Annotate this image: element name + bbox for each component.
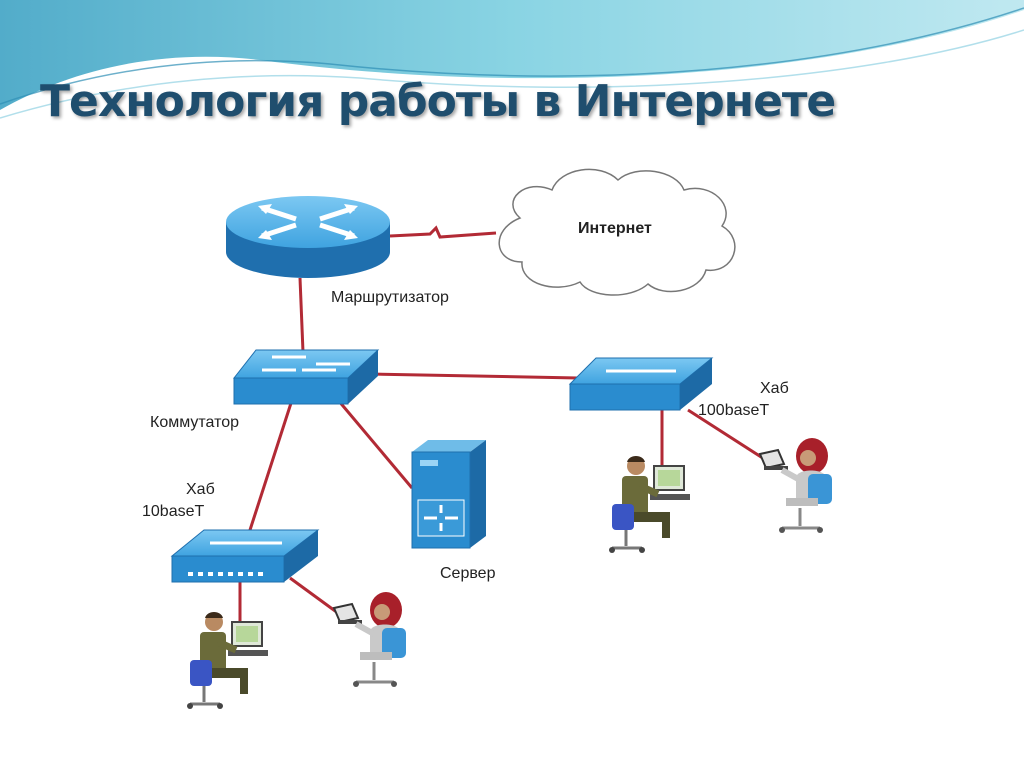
- switch-icon: [232, 349, 380, 405]
- router-icon: [226, 196, 390, 278]
- user-laptop-right: [758, 438, 832, 533]
- user-desktop-icon: [187, 612, 268, 709]
- user-desktop-right: [609, 456, 690, 553]
- user-laptop-left: [332, 592, 406, 687]
- hub-left-label-line1: Хаб: [186, 481, 215, 498]
- server-icon: [411, 440, 486, 549]
- cloud-icon: [498, 168, 736, 296]
- user-laptop-icon: [332, 592, 406, 687]
- link-switch-server: [336, 399, 414, 489]
- router: Маршрутизатор: [226, 196, 449, 306]
- user-desktop-left: [187, 612, 268, 709]
- hub-icon: [568, 357, 714, 411]
- router-label: Маршрутизатор: [331, 289, 449, 306]
- link-hub-right-user2: [687, 408, 773, 466]
- link-router-switch: [298, 277, 305, 353]
- hub-left: Хаб 10baseT: [142, 481, 320, 583]
- internet-cloud: Интернет: [498, 168, 736, 296]
- hub-right-label-line2: 100baseT: [698, 402, 769, 419]
- link-router-internet: [389, 225, 497, 239]
- link-switch-hub-left: [248, 399, 294, 531]
- hub-left-label-line2: 10baseT: [142, 503, 204, 520]
- server-label: Сервер: [440, 565, 496, 582]
- user-laptop-icon: [758, 438, 832, 533]
- switch: Коммутатор: [150, 349, 380, 431]
- link-switch-hub-right: [369, 372, 579, 380]
- header-wave-decoration: [0, 0, 1024, 119]
- hub-right-label-line1: Хаб: [760, 380, 789, 397]
- link-hub-left-user2: [289, 576, 343, 618]
- internet-label: Интернет: [578, 220, 652, 237]
- hub-right: Хаб 100baseT: [568, 357, 789, 419]
- slide-title: Технология работы в Интернете: [40, 76, 836, 127]
- hub-icon: [170, 529, 320, 583]
- switch-label: Коммутатор: [150, 414, 239, 431]
- user-desktop-icon: [609, 456, 690, 553]
- server: Сервер: [411, 440, 496, 582]
- network-links: [238, 225, 773, 628]
